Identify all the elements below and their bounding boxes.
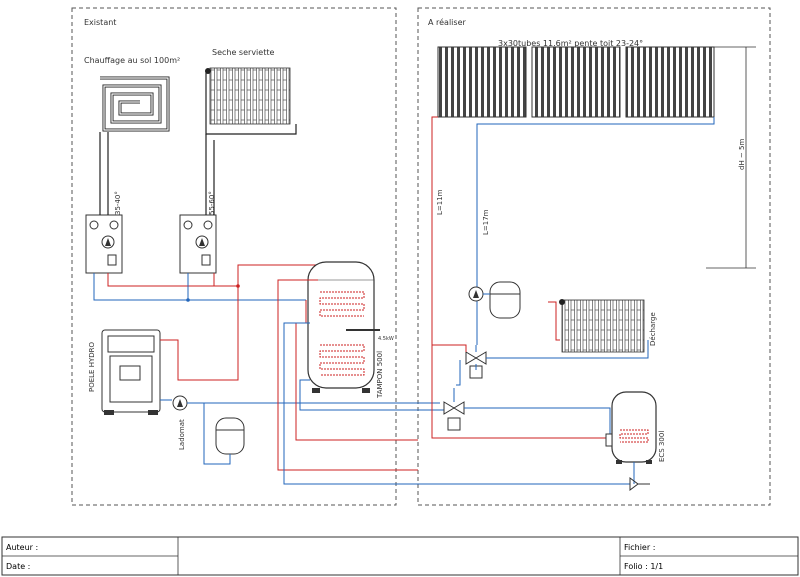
floor-heating-label: Chauffage au sol 100m²: [84, 56, 180, 65]
file-label: Fichier :: [624, 543, 655, 552]
solar-hot-pipe: [431, 116, 610, 439]
date-label: Date :: [6, 562, 30, 571]
buffer-coil-bottom: [319, 344, 365, 376]
floor-heating-coil-inner: [100, 77, 169, 131]
height-dimension: [706, 46, 756, 269]
title-block: [1, 536, 799, 576]
cold-return-line: [93, 273, 306, 301]
dhw-tank: [611, 391, 657, 464]
l11-label: L=11m: [436, 189, 444, 215]
dh-label: dH ~ 5m: [738, 139, 746, 170]
zone-to-do-label: A réaliser: [428, 17, 466, 27]
diverter-valve-bottom: [443, 401, 465, 431]
dhw-tank-label: ECS 300l: [658, 431, 666, 462]
collectors-label: 3x30tubes 11.6m² pente toit 23-24°: [498, 39, 643, 48]
solar-collector-1: [437, 46, 527, 118]
expansion-vessel-solar: [489, 281, 521, 319]
pump-group-towel: [179, 214, 217, 274]
temp-towel-label: 55-60°: [208, 191, 216, 215]
solar-cold-pipe: [476, 117, 715, 345]
stove-hot-line: [160, 286, 239, 381]
ladomat-label: Ladomat: [178, 419, 186, 450]
dhw-coil: [619, 429, 649, 443]
solar-collector-3: [625, 46, 715, 118]
pump-group-floor: [85, 214, 123, 274]
diverter-hot-in: [432, 344, 467, 352]
solar-loop-join: [456, 360, 461, 386]
buffer-hot-out: [277, 279, 418, 471]
floor-pipes: [99, 132, 109, 215]
stove: [101, 329, 161, 415]
zone-to-do: [417, 7, 771, 506]
cold-water-inlet: [629, 477, 650, 491]
buffer-cold-return: [283, 322, 630, 485]
zone-existing-label: Existant: [84, 18, 116, 27]
expansion-vessel-existing: [215, 417, 245, 455]
buffer-coil-top: [319, 291, 365, 317]
discharge-valve: [559, 299, 565, 305]
element-label: 4.5kW: [378, 336, 394, 342]
solar-collector-2: [531, 46, 621, 118]
stove-label: POELE HYDRO: [88, 342, 96, 392]
diverter-bottom-lines: [453, 388, 611, 438]
diverter-valve-top: [465, 351, 487, 379]
towel-pipes: [205, 134, 215, 215]
buffer-tank: [307, 261, 375, 393]
expansion-line-existing: [203, 403, 231, 465]
folio-label: Folio : 1/1: [624, 562, 663, 571]
towel-dryer-label: Seche serviette: [212, 48, 274, 57]
discharge-hot: [548, 301, 560, 341]
buffer-solar-return: [299, 379, 444, 411]
temp-floor-label: 35-40°: [114, 191, 122, 215]
discharge-label: Décharge: [649, 312, 657, 346]
zone-existing: [71, 7, 397, 506]
discharge-return: [486, 340, 649, 359]
hot-supply-line: [107, 264, 318, 287]
l17-label: L=17m: [482, 209, 490, 235]
towel-dryer-radiator: [209, 67, 291, 125]
discharge-radiator: [561, 299, 645, 353]
author-label: Auteur :: [6, 543, 38, 552]
towel-dryer-pipe: [205, 71, 297, 135]
buffer-tank-label: TAMPON 500l: [376, 351, 384, 399]
dhw-coil-flange: [605, 433, 613, 447]
